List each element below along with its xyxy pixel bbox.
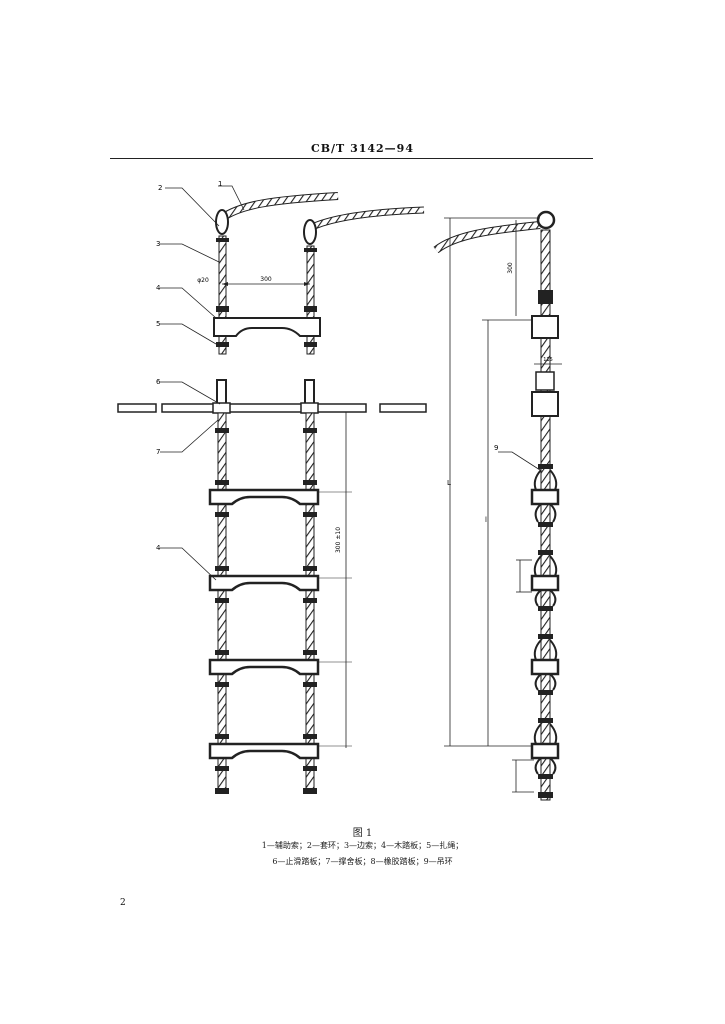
dim-step-pitch: 300 ±10 [335,527,342,553]
page-number: 2 [120,898,126,908]
callout-2: 2 [158,184,162,192]
dim-rope-diameter: φ20 [197,277,209,284]
dim-length-l: l [485,516,487,524]
callout-7: 7 [156,448,160,456]
dim-head: 300 [507,262,514,274]
ladder-side-view: L l 300 115 9 [433,210,562,801]
figure-legend-line-2: 6—止滑踏板；7—撑舍板；8—橡胶踏板；9—吊环 [272,857,453,866]
figure-title: 图 1 [352,828,373,839]
ladder-front-view: 300 ±10 [117,379,427,794]
callout-3: 3 [156,240,160,248]
ladder-head-view: 300 φ20 [197,192,425,355]
callout-6: 6 [156,378,161,386]
callout-4-lower: 4 [156,544,161,552]
dim-width: 115 [543,357,553,363]
dim-length-L: L [447,479,451,487]
callout-4-top: 4 [156,284,161,292]
figure-legend-line-1: 1—辅助索；2—套环；3—边索；4—木踏板；5—扎绳； [261,841,464,850]
header-rule [110,158,593,159]
callout-1: 1 [218,180,222,188]
callout-9: 9 [494,444,498,452]
standard-number: CB/T 3142—94 [310,142,414,155]
dim-spacing: 300 [260,276,272,283]
callout-5: 5 [156,320,160,328]
